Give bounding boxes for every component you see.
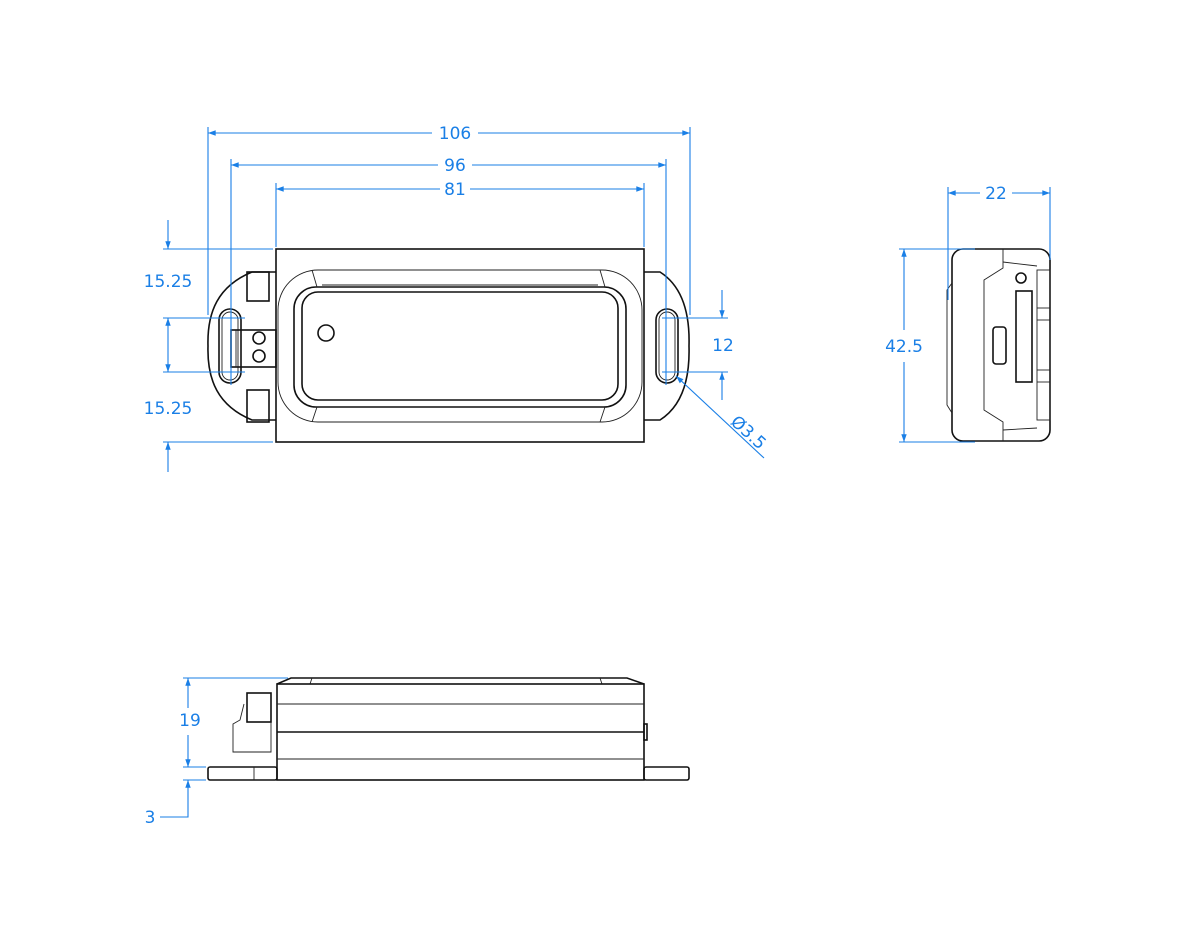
connector-latch-top (246, 271, 270, 302)
right-mounting-flange (644, 271, 690, 421)
front-view-dimensions: 19 3 (145, 677, 288, 828)
side-body (951, 248, 1051, 442)
terminal-screw-1 (252, 331, 266, 345)
sd-card-slot (1015, 290, 1033, 383)
side-port-nub (643, 723, 648, 741)
dimension-label-body-height: 19 (179, 711, 201, 731)
dimension-label-height: 42.5 (885, 337, 923, 357)
left-mounting-slot-inner (221, 311, 239, 381)
dimension-label-overall-length: 106 (439, 124, 471, 144)
front-view (207, 677, 690, 781)
dimension-label-slot-length: 12 (712, 336, 734, 356)
lid-corner-mark (599, 269, 606, 288)
top-view-dimensions: 106 96 81 15.25 15.25 12 Ø3.5 (144, 124, 770, 472)
lid-corner-mark (309, 677, 313, 685)
diameter-leader (675, 375, 765, 459)
lid-corner-mark (311, 269, 318, 288)
side-rail (1036, 269, 1051, 421)
right-mounting-slot (655, 308, 679, 384)
dimension-label-hole-spacing: 96 (444, 156, 466, 176)
enclosure-body (275, 248, 645, 443)
dimension-label-body-length: 81 (444, 180, 466, 200)
dimension-label-width: 22 (985, 184, 1007, 204)
top-view (207, 248, 690, 443)
dimension-label-hole-diameter: Ø3.5 (726, 412, 769, 454)
usb-port (992, 326, 1007, 365)
side-lid-edge (946, 282, 953, 414)
side-recess-profile (983, 249, 1004, 441)
dimension-label-flange-thickness: 3 (145, 808, 156, 828)
side-recess-top (1002, 261, 1038, 267)
side-view-dimensions: 22 42.5 (885, 184, 1051, 443)
led-indicator (317, 324, 335, 342)
lid-profile (276, 677, 645, 685)
front-connector-latch (246, 692, 272, 723)
dimension-label-offset-top: 15.25 (144, 272, 193, 292)
left-mounting-slot (218, 308, 242, 384)
right-flange-profile (643, 766, 690, 781)
dimension-line-3 (160, 779, 191, 818)
terminal-screw-2 (252, 349, 266, 363)
lid-panel (301, 291, 619, 401)
side-view (946, 248, 1051, 442)
left-flange-profile (207, 766, 278, 781)
lid-corner-mark (311, 406, 318, 423)
dimension-label-offset-bottom: 15.25 (144, 399, 193, 419)
front-terminal-block (232, 703, 272, 753)
lid-ring (293, 286, 627, 408)
side-recess-bottom (1002, 427, 1038, 431)
lid-corner-mark (599, 677, 603, 685)
side-led-hole (1015, 272, 1027, 284)
connector-latch-bottom (246, 389, 270, 423)
right-mounting-slot-inner (658, 311, 676, 381)
left-mounting-flange (207, 271, 276, 421)
lid-corner-mark (599, 406, 606, 423)
